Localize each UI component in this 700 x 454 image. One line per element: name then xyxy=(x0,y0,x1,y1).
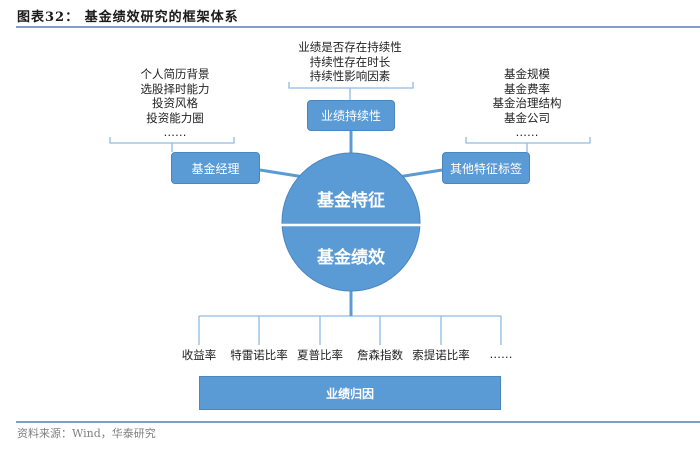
metric-jensen: 詹森指数 xyxy=(357,348,403,362)
metric-sharpe: 夏普比率 xyxy=(297,348,343,362)
title-divider xyxy=(16,26,700,28)
figure-title: 图表32： 基金绩效研究的框架体系 xyxy=(17,10,239,25)
metric-more: …… xyxy=(489,347,513,361)
manager-node: 基金经理 xyxy=(171,152,260,184)
metric-return: 收益率 xyxy=(181,348,217,362)
persistence-bracket xyxy=(288,82,414,100)
source-note: 资料来源：Wind，华泰研究 xyxy=(17,427,156,440)
metric-treynor: 特雷诺比率 xyxy=(230,348,288,362)
footer-divider xyxy=(16,421,700,423)
fund-performance-label: 基金绩效 xyxy=(317,248,385,268)
other-bracket xyxy=(465,137,591,152)
attribution-bar: 业绩归因 xyxy=(199,376,501,410)
list-item: 选股择时能力 xyxy=(140,81,210,96)
persistence-list: 业绩是否存在持续性 持续性存在时长 持续性影响因素 xyxy=(270,40,430,84)
manager-link xyxy=(259,168,305,179)
list-item: …… xyxy=(515,125,539,139)
list-item: 持续性存在时长 xyxy=(309,54,391,69)
list-item: 投资风格 xyxy=(152,96,198,110)
list-item: 基金公司 xyxy=(504,110,550,125)
list-item: 基金规模 xyxy=(504,67,550,81)
list-item: 持续性影响因素 xyxy=(309,69,391,83)
list-item: …… xyxy=(163,125,187,139)
fund-characteristics-label: 基金特征 xyxy=(317,191,385,211)
list-item: 基金费率 xyxy=(504,81,550,96)
manager-list: 个人简历背景 选股择时能力 投资风格 投资能力圈 …… xyxy=(95,67,255,140)
list-item: 基金治理结构 xyxy=(492,96,562,110)
other-link xyxy=(397,168,443,179)
list-item: 投资能力圈 xyxy=(146,110,204,125)
metric-sortino: 索提诺比率 xyxy=(412,348,470,362)
list-item: 业绩是否存在持续性 xyxy=(298,40,402,54)
other-list: 基金规模 基金费率 基金治理结构 基金公司 …… xyxy=(447,67,607,140)
persistence-node: 业绩持续性 xyxy=(307,100,395,131)
center-circle xyxy=(281,152,421,292)
list-item: 个人简历背景 xyxy=(140,67,210,81)
metrics-tree xyxy=(198,315,502,345)
manager-bracket xyxy=(109,137,235,152)
other-node: 其他特征标签 xyxy=(442,152,530,184)
